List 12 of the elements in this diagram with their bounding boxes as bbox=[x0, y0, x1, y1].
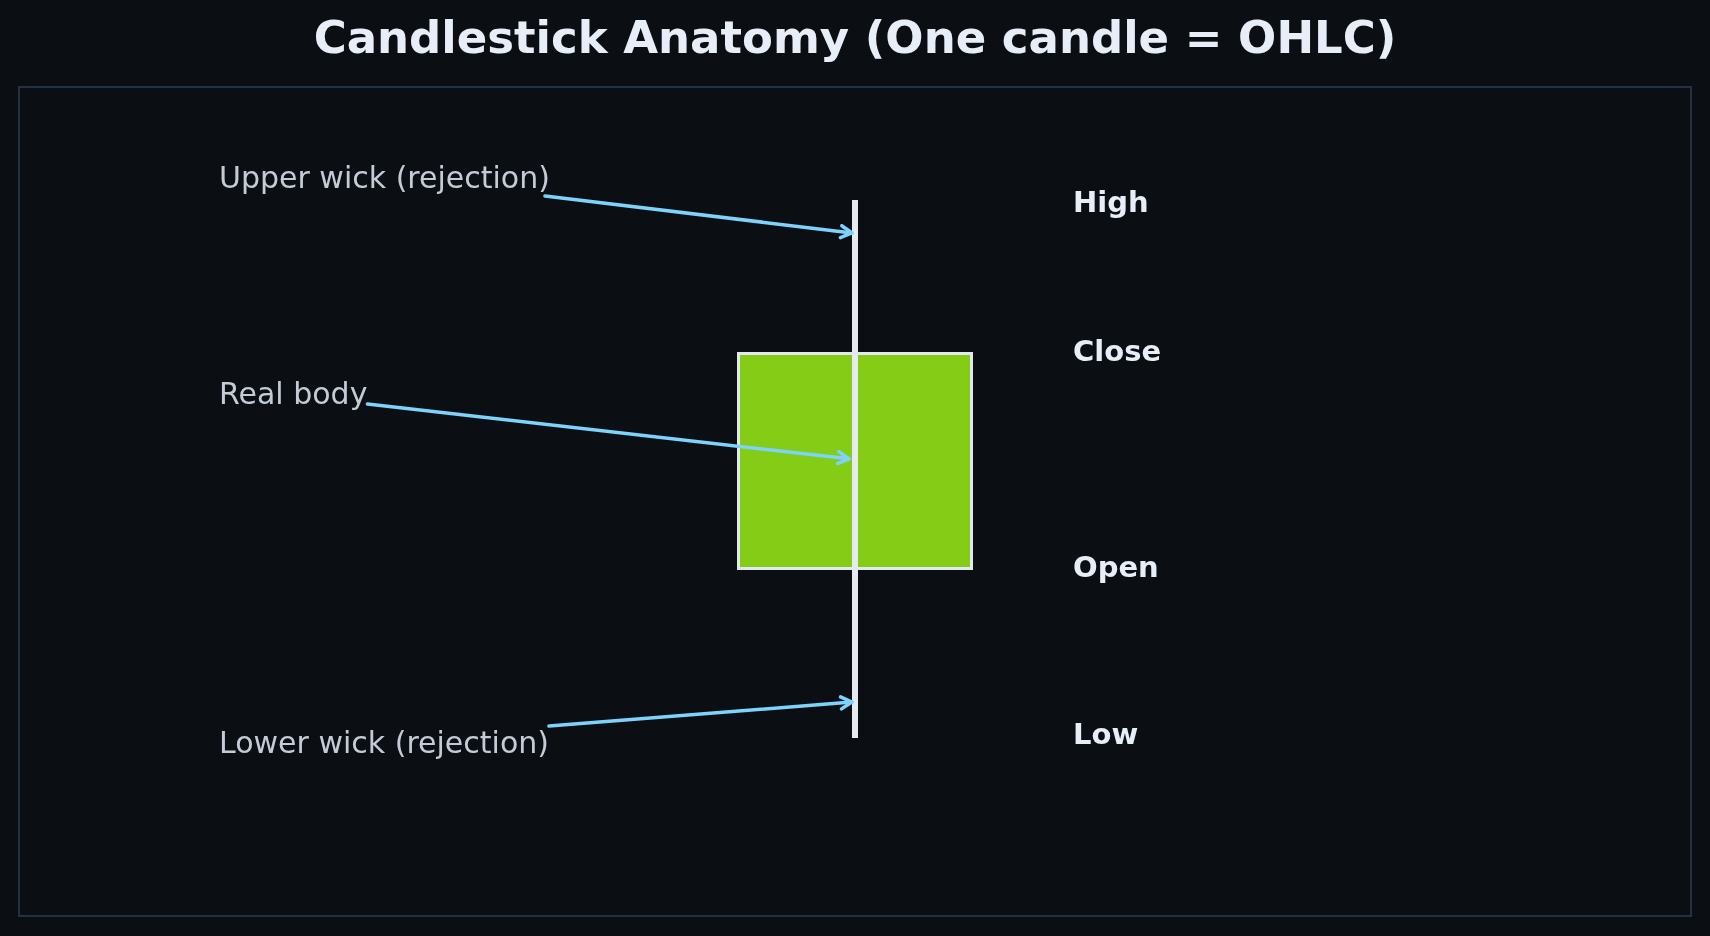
callout-label: Real body bbox=[219, 376, 368, 412]
price-label: Close bbox=[1073, 334, 1162, 369]
candle-body bbox=[737, 352, 973, 570]
title: Candlestick Anatomy (One candle = OHLC) bbox=[313, 11, 1397, 65]
callout-label: Upper wick (rejection) bbox=[219, 160, 550, 196]
leader-arrow bbox=[547, 695, 854, 728]
leader-arrow bbox=[543, 194, 854, 240]
price-label: Low bbox=[1073, 717, 1139, 752]
price-label: Open bbox=[1073, 550, 1159, 585]
price-label: High bbox=[1073, 185, 1149, 220]
leader-arrow bbox=[365, 402, 851, 466]
callout-label: Lower wick (rejection) bbox=[219, 725, 549, 761]
